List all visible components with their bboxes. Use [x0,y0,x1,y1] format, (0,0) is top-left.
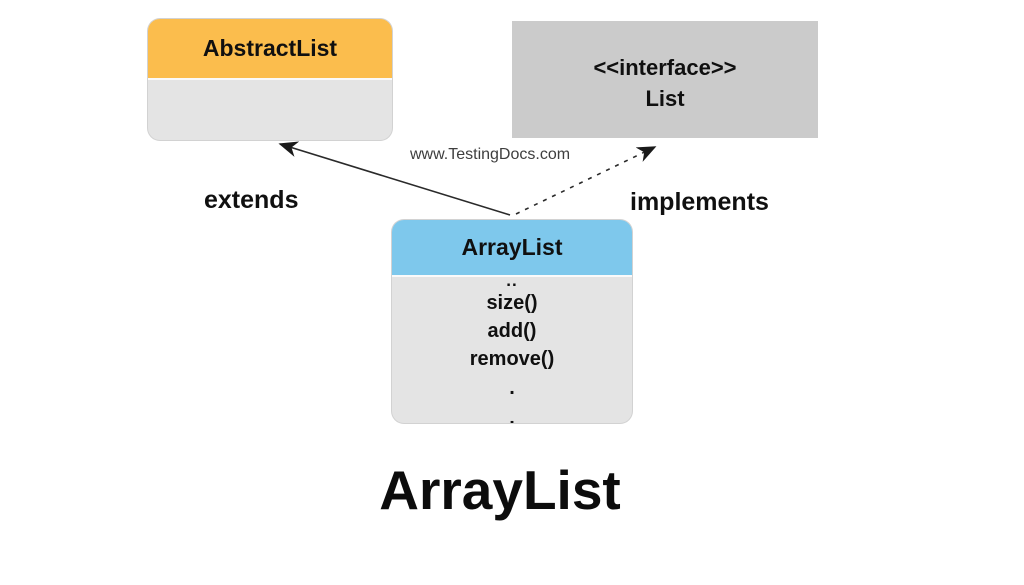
ellipsis-top: .. [506,271,518,290]
method-add: add() [487,320,537,342]
arraylist-title: ArrayList [461,234,563,260]
page-title: ArrayList [379,459,621,521]
abstractlist-header: AbstractList [148,19,392,80]
interface-stereotype: <<interface>> [593,54,737,80]
interface-name: List [645,85,685,111]
arraylist-class-box: ArrayList .. size() add() remove() . . [392,220,632,423]
method-size: size() [486,292,538,314]
implements-label: implements [630,188,769,216]
extends-label: extends [204,186,299,214]
arraylist-body: .. size() add() remove() . . [392,271,632,423]
arraylist-header: ArrayList [392,220,632,277]
abstractlist-class-box: AbstractList [148,19,392,140]
list-interface-box: <<interface>> List [512,21,818,138]
ellipsis-dot-1: . [509,377,515,399]
watermark-text: www.TestingDocs.com [410,146,571,163]
ellipsis-dot-2: . [509,407,515,423]
abstractlist-title: AbstractList [202,35,338,61]
method-remove: remove() [469,348,555,370]
